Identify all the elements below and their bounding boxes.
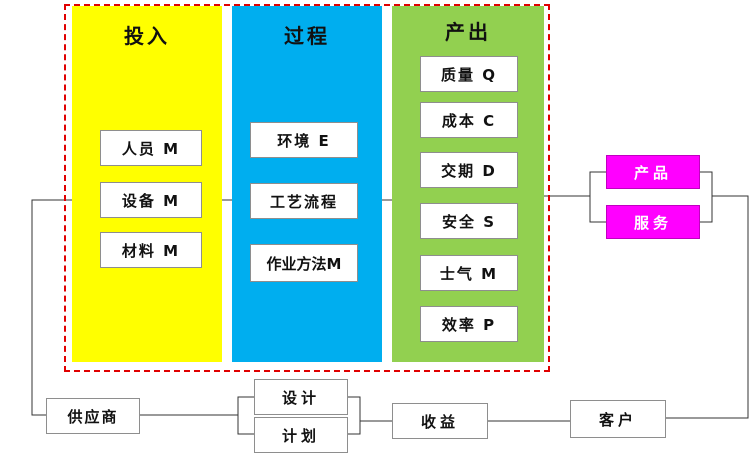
output-item-safety: 安全 S xyxy=(420,203,518,239)
output-title: 产出 xyxy=(445,20,491,44)
process-work-method: 作业方法M xyxy=(250,244,358,282)
result-service: 服务 xyxy=(606,205,700,239)
dashed-frame xyxy=(64,4,550,372)
input-item-material: 材料 M xyxy=(100,232,202,268)
process-environment: 环境 E xyxy=(250,122,358,158)
output-item-quality: 质量 Q xyxy=(420,56,518,92)
input-item-personnel: 人员 M xyxy=(100,130,202,166)
output-item-efficiency: 效率 P xyxy=(420,306,518,342)
input-item-equipment: 设备 M xyxy=(100,182,202,218)
output-item-cost: 成本 C xyxy=(420,102,518,138)
process-title: 过程 xyxy=(284,24,330,48)
profit-box: 收益 xyxy=(392,403,488,439)
process-craft-flow: 工艺流程 xyxy=(250,183,358,219)
output-item-delivery: 交期 D xyxy=(420,152,518,188)
customer-box: 客户 xyxy=(570,400,666,438)
result-product: 产品 xyxy=(606,155,700,189)
input-title: 投入 xyxy=(124,24,170,48)
design-box: 设计 xyxy=(254,379,348,415)
plan-box: 计划 xyxy=(254,417,348,453)
output-item-morale: 士气 M xyxy=(420,255,518,291)
supplier-box: 供应商 xyxy=(46,398,140,434)
